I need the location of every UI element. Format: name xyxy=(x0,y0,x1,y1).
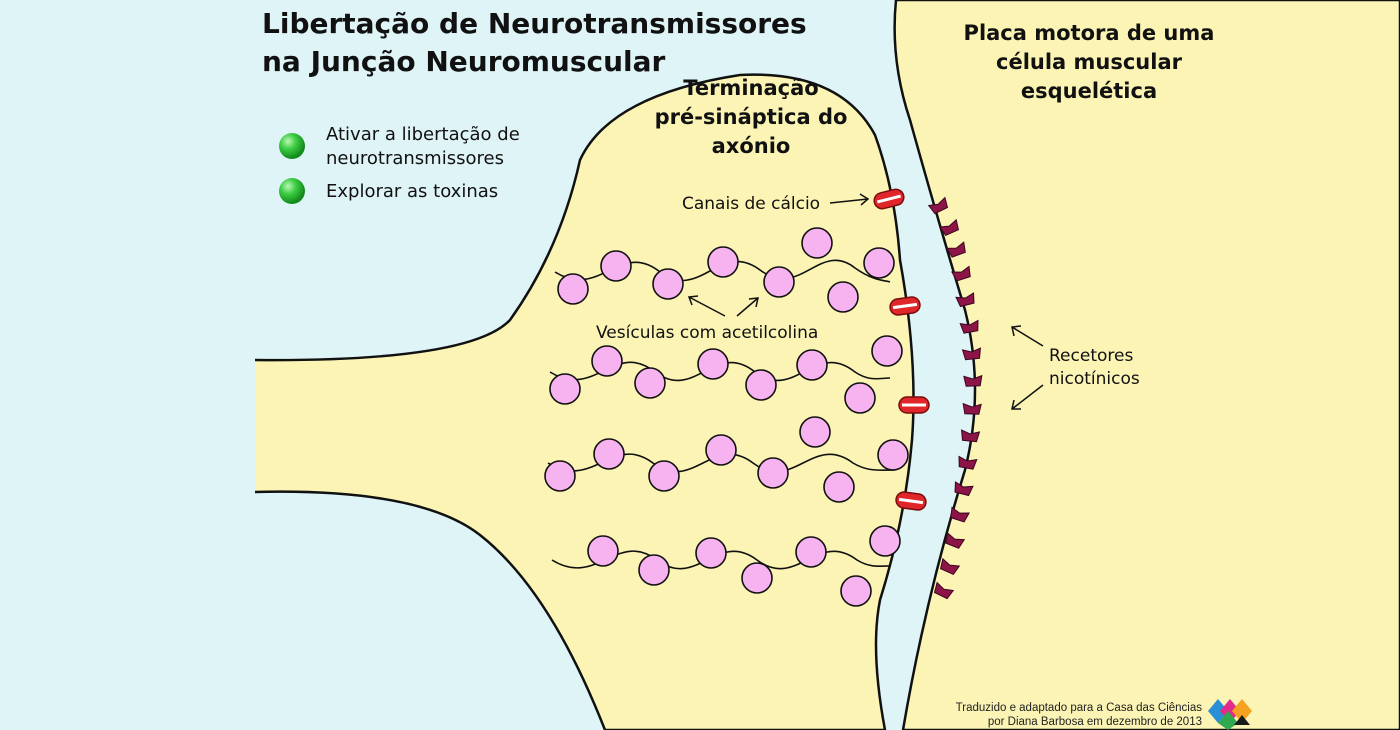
svg-text:esquelética: esquelética xyxy=(1021,79,1157,103)
receptor-icon xyxy=(945,532,966,549)
vesicle xyxy=(795,536,827,568)
vesicle xyxy=(707,246,739,278)
vesicle xyxy=(591,345,623,377)
receptors-label: Recetores nicotínicos xyxy=(1049,346,1140,389)
menu-item-label: Explorar as toxinas xyxy=(326,181,498,202)
vesicle xyxy=(871,335,903,367)
menu-item-activate-release[interactable]: Ativar a libertação de neurotransmissore… xyxy=(279,124,520,169)
svg-text:Terminação: Terminação xyxy=(683,76,818,100)
calcium-channel-icon xyxy=(873,188,905,210)
vesicle xyxy=(801,227,833,259)
axon-terminal xyxy=(254,73,915,730)
calcium-channels-label: Canais de cálcio xyxy=(682,194,820,214)
vesicle xyxy=(695,537,727,569)
receptor-icon xyxy=(963,374,983,387)
vesicle xyxy=(877,439,909,471)
vesicle xyxy=(634,367,666,399)
axon-terminal-label: Terminação pré-sináptica do axónio xyxy=(655,76,848,158)
muscle-plate-label: Placa motora de uma célula muscular esqu… xyxy=(964,21,1215,103)
svg-text:Placa motora de uma: Placa motora de uma xyxy=(964,21,1215,45)
calcium-channel-icon xyxy=(895,491,927,511)
vesicle xyxy=(652,268,684,300)
receptor-icon xyxy=(938,218,960,237)
vesicle xyxy=(840,575,872,607)
vesicle xyxy=(697,348,729,380)
casa-das-ciencias-logo-icon xyxy=(1208,699,1252,730)
receptor-icon xyxy=(933,581,955,600)
vesicle xyxy=(600,250,632,282)
svg-text:Recetores: Recetores xyxy=(1049,346,1133,366)
vesicle xyxy=(557,273,589,305)
receptor-icon xyxy=(960,429,981,443)
svg-text:Traduzido e adaptado para a Ca: Traduzido e adaptado para a Casa das Ciê… xyxy=(956,702,1203,714)
vesicle xyxy=(741,562,773,594)
vesicle xyxy=(763,266,795,298)
vesicle xyxy=(869,525,901,557)
receptor-icon xyxy=(927,196,949,215)
calcium-channel-icon xyxy=(898,396,930,414)
receptor-icon xyxy=(954,481,974,497)
calcium-channels xyxy=(873,188,930,511)
muscle-end-plate xyxy=(893,0,1400,730)
receptor-icon xyxy=(951,265,971,282)
vesicle xyxy=(799,416,831,448)
vesicle xyxy=(745,369,777,401)
vesicle xyxy=(757,457,789,489)
page-title-line-1: Libertação de Neurotransmissores xyxy=(262,7,807,40)
nicotinic-receptors xyxy=(927,196,983,600)
vesicle xyxy=(587,535,619,567)
green-sphere-icon xyxy=(279,133,305,159)
svg-text:nicotínicos: nicotínicos xyxy=(1049,369,1140,389)
svg-text:célula muscular: célula muscular xyxy=(996,50,1183,74)
vesicle xyxy=(648,460,680,492)
receptor-icon xyxy=(958,455,978,470)
vesicle xyxy=(844,382,876,414)
receptor-icon xyxy=(959,319,979,334)
vesicle xyxy=(705,434,737,466)
credit-text: Traduzido e adaptado para a Casa das Ciê… xyxy=(956,702,1203,728)
vesicle xyxy=(544,460,576,492)
svg-text:por Diana Barbosa em dezembro: por Diana Barbosa em dezembro de 2013 xyxy=(988,716,1202,728)
menu-item-label: neurotransmissores xyxy=(326,148,504,169)
annotation-arrows xyxy=(687,193,1044,410)
receptor-icon xyxy=(962,402,982,415)
menu-item-label: Ativar a libertação de xyxy=(326,124,520,145)
receptor-icon xyxy=(961,347,982,361)
receptor-icon xyxy=(955,292,975,308)
vesicle xyxy=(823,471,855,503)
svg-text:axónio: axónio xyxy=(712,134,791,158)
vesicle xyxy=(796,349,828,381)
vesicle xyxy=(827,281,859,313)
vesicle xyxy=(593,438,625,470)
vesicles-label: Vesículas com acetilcolina xyxy=(596,323,818,343)
calcium-channel-icon xyxy=(889,296,921,316)
vesicle xyxy=(549,373,581,405)
menu-item-explore-toxins[interactable]: Explorar as toxinas xyxy=(279,178,498,204)
green-sphere-icon xyxy=(279,178,305,204)
vesicle xyxy=(638,554,670,586)
receptor-icon xyxy=(945,241,966,258)
vesicle xyxy=(863,247,895,279)
receptor-icon xyxy=(939,557,961,576)
page-title-line-2: na Junção Neuromuscular xyxy=(262,45,666,78)
receptor-icon xyxy=(950,506,970,523)
svg-text:pré-sináptica do: pré-sináptica do xyxy=(655,105,848,129)
acetylcholine-vesicles xyxy=(544,227,909,607)
